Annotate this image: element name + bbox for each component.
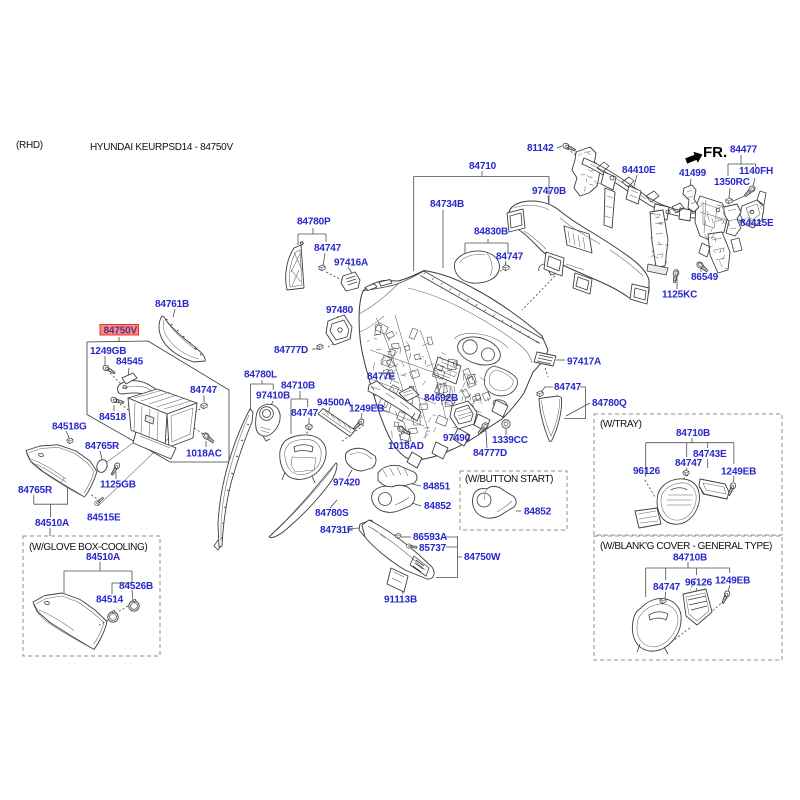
svg-text:84747: 84747 [496,252,524,263]
svg-text:84545: 84545 [116,357,144,368]
svg-text:84747: 84747 [291,408,319,419]
svg-text:97410B: 97410B [256,391,290,402]
svg-text:84514: 84514 [96,595,124,606]
svg-text:1249GB: 1249GB [90,346,126,357]
svg-text:84526B: 84526B [119,581,153,592]
svg-text:1249EB: 1249EB [715,576,750,587]
svg-text:84780P: 84780P [297,217,331,228]
svg-text:84747: 84747 [554,382,582,393]
svg-text:97416A: 97416A [334,258,368,269]
svg-text:84780L: 84780L [244,370,277,381]
svg-text:84780Q: 84780Q [592,398,627,409]
svg-text:84510A: 84510A [86,552,120,563]
svg-text:84743E: 84743E [693,449,727,460]
svg-text:86593A: 86593A [413,532,447,543]
svg-text:(W/BLANK'G COVER - GENERAL TYP: (W/BLANK'G COVER - GENERAL TYPE) [600,541,772,552]
svg-text:84518G: 84518G [52,422,87,433]
svg-text:84710B: 84710B [281,381,315,392]
svg-text:8477E: 8477E [367,372,396,383]
svg-text:41499: 41499 [679,168,707,179]
svg-text:91113B: 91113B [384,595,417,606]
svg-text:1350RC: 1350RC [714,177,750,188]
svg-text:1018AC: 1018AC [186,449,222,460]
svg-text:1140FH: 1140FH [739,166,773,177]
svg-text:84852: 84852 [424,501,452,512]
svg-text:96126: 96126 [685,578,713,589]
svg-text:84515E: 84515E [87,513,121,524]
svg-text:(RHD): (RHD) [16,140,43,151]
svg-text:84780S: 84780S [315,508,349,519]
svg-text:1339CC: 1339CC [492,435,528,446]
svg-text:97480: 97480 [326,305,354,316]
svg-text:84777D: 84777D [274,345,308,356]
svg-text:84851: 84851 [423,482,451,493]
svg-text:84765R: 84765R [18,485,53,496]
svg-text:84692B: 84692B [424,393,458,404]
svg-text:(W/TRAY): (W/TRAY) [600,419,642,430]
svg-text:97490: 97490 [443,433,471,444]
svg-text:84710: 84710 [469,161,497,172]
svg-text:84747: 84747 [190,385,218,396]
svg-text:(W/GLOVE BOX-COOLING): (W/GLOVE BOX-COOLING) [29,542,147,553]
svg-text:84410E: 84410E [622,165,656,176]
svg-text:HYUNDAI KEURPSD14 - 84750V: HYUNDAI KEURPSD14 - 84750V [90,142,233,153]
svg-text:97470B: 97470B [532,186,566,197]
svg-text:FR.: FR. [703,144,727,161]
svg-text:84750W: 84750W [464,552,501,563]
svg-text:81142: 81142 [527,143,554,154]
svg-text:84777D: 84777D [473,448,507,459]
svg-text:84750V: 84750V [104,326,138,337]
svg-text:84731F: 84731F [320,525,353,536]
svg-text:84747: 84747 [653,582,681,593]
svg-text:85737: 85737 [419,543,447,554]
svg-text:84830B: 84830B [474,227,508,238]
svg-text:84761B: 84761B [155,299,189,310]
svg-text:84734B: 84734B [430,199,464,210]
svg-text:86549: 86549 [691,272,719,283]
svg-text:1125KC: 1125KC [662,290,697,301]
svg-text:1018AD: 1018AD [388,441,424,452]
svg-text:97417A: 97417A [567,357,601,368]
svg-text:1249EB: 1249EB [721,467,756,478]
svg-text:97420: 97420 [333,478,361,489]
svg-text:96126: 96126 [633,466,661,477]
svg-text:1249EB: 1249EB [349,404,384,415]
svg-text:(W/BUTTON START): (W/BUTTON START) [465,474,553,485]
svg-text:84415E: 84415E [740,218,774,229]
svg-text:84747: 84747 [675,458,703,469]
svg-text:84747: 84747 [314,243,342,254]
svg-text:1125GB: 1125GB [100,480,136,491]
svg-text:84477: 84477 [730,145,758,156]
svg-text:84852: 84852 [524,507,552,518]
svg-text:84710B: 84710B [673,553,707,564]
svg-text:84710B: 84710B [676,428,710,439]
svg-text:94500A: 94500A [317,398,351,409]
svg-text:84518: 84518 [99,412,127,423]
svg-text:84510A: 84510A [35,518,69,529]
svg-text:84765R: 84765R [85,441,120,452]
